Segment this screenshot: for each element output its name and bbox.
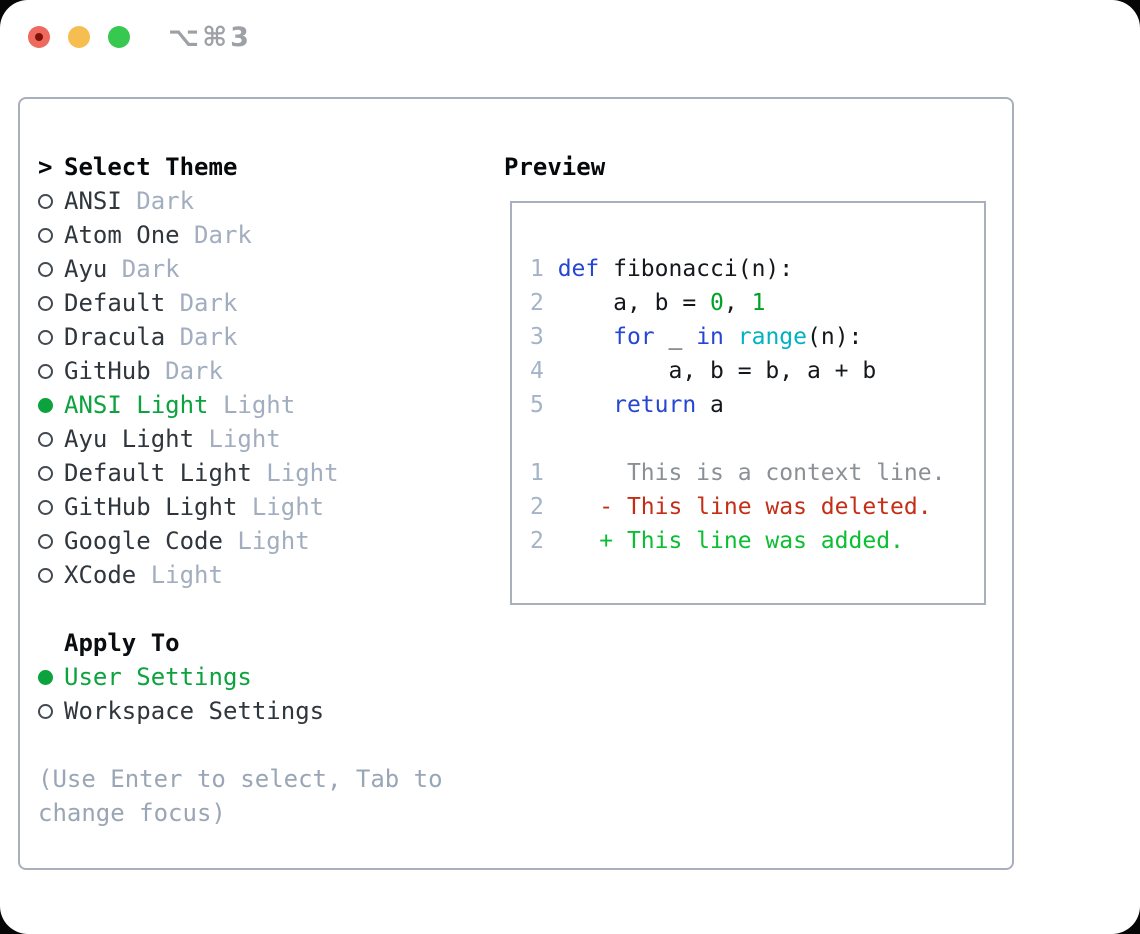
theme-option-label: ANSI Dark [64, 187, 195, 215]
theme-option-ansi[interactable]: ANSI Dark [38, 184, 468, 218]
code-line-1: 1 def fibonacci(n): [530, 256, 794, 282]
theme-option-label: Atom One Dark [64, 221, 252, 249]
code-line-4: 4 a, b = b, a + b [530, 358, 877, 384]
theme-option-label: Default Light Light [64, 459, 339, 487]
apply-option-label: Workspace Settings [64, 697, 325, 725]
radio-unselected-icon [38, 363, 64, 379]
code-line-9: 2 + This line was added. [530, 528, 904, 554]
apply-option-workspace-settings[interactable]: Workspace Settings [38, 694, 468, 728]
close-button[interactable] [28, 26, 50, 48]
code-line-7: 1 This is a context line. [530, 460, 946, 486]
code-line-2: 2 a, b = 0, 1 [530, 290, 766, 316]
select-theme-header: > Select Theme [38, 150, 468, 184]
code-line-3: 3 for _ in range(n): [530, 324, 863, 350]
cursor-prompt: > [38, 153, 53, 181]
theme-option-dracula[interactable]: Dracula Dark [38, 320, 468, 354]
keyboard-hint: (Use Enter to select, Tab to change focu… [38, 765, 443, 827]
select-theme-title: Select Theme [64, 153, 238, 181]
code-preview: 1 def fibonacci(n): 2 a, b = 0, 1 3 for _ … [512, 203, 984, 558]
code-line-6 [530, 422, 984, 456]
radio-unselected-icon [38, 431, 64, 447]
minimize-button[interactable] [68, 26, 90, 48]
radio-unselected-icon [38, 193, 64, 209]
title-bar: ⌥⌘3 [0, 0, 1140, 76]
theme-option-github[interactable]: GitHub Dark [38, 354, 468, 388]
window-title-shortcut: ⌥⌘3 [168, 22, 252, 53]
code-line-5: 5 return a [530, 392, 724, 418]
theme-option-ayu[interactable]: Ayu Dark [38, 252, 468, 286]
code-preview-box: 1 def fibonacci(n): 2 a, b = 0, 1 3 for _ … [510, 201, 986, 605]
apply-to-title: Apply To [64, 629, 180, 657]
radio-selected-icon [38, 669, 64, 685]
theme-option-atom-one[interactable]: Atom One Dark [38, 218, 468, 252]
zoom-button[interactable] [108, 26, 130, 48]
theme-option-label: GitHub Light Light [64, 493, 325, 521]
apply-option-user-settings[interactable]: User Settings [38, 660, 468, 694]
theme-option-label: Dracula Dark [64, 323, 238, 351]
theme-option-label: Ayu Light Light [64, 425, 281, 453]
theme-option-default-light[interactable]: Default Light Light [38, 456, 468, 490]
radio-unselected-icon [38, 567, 64, 583]
theme-option-github-light[interactable]: GitHub Light Light [38, 490, 468, 524]
radio-unselected-icon [38, 499, 64, 515]
theme-option-ayu-light[interactable]: Ayu Light Light [38, 422, 468, 456]
radio-unselected-icon [38, 703, 64, 719]
theme-option-label: XCode Light [64, 561, 223, 589]
radio-selected-icon [38, 397, 64, 413]
radio-unselected-icon [38, 295, 64, 311]
theme-option-label: GitHub Dark [64, 357, 223, 385]
theme-option-google-code[interactable]: Google Code Light [38, 524, 468, 558]
theme-option-label: Google Code Light [64, 527, 310, 555]
radio-unselected-icon [38, 261, 64, 277]
radio-unselected-icon [38, 227, 64, 243]
radio-unselected-icon [38, 465, 64, 481]
radio-unselected-icon [38, 329, 64, 345]
code-line-8: 2 - This line was deleted. [530, 494, 932, 520]
theme-option-label: ANSI Light Light [64, 391, 296, 419]
theme-option-xcode[interactable]: XCode Light [38, 558, 468, 592]
theme-option-ansi-light[interactable]: ANSI Light Light [38, 388, 468, 422]
theme-option-label: Default Dark [64, 289, 238, 317]
apply-option-label: User Settings [64, 663, 252, 691]
traffic-lights [28, 26, 130, 48]
radio-unselected-icon [38, 533, 64, 549]
theme-option-label: Ayu Dark [64, 255, 180, 283]
preview-title: Preview [504, 153, 606, 181]
theme-option-default[interactable]: Default Dark [38, 286, 468, 320]
